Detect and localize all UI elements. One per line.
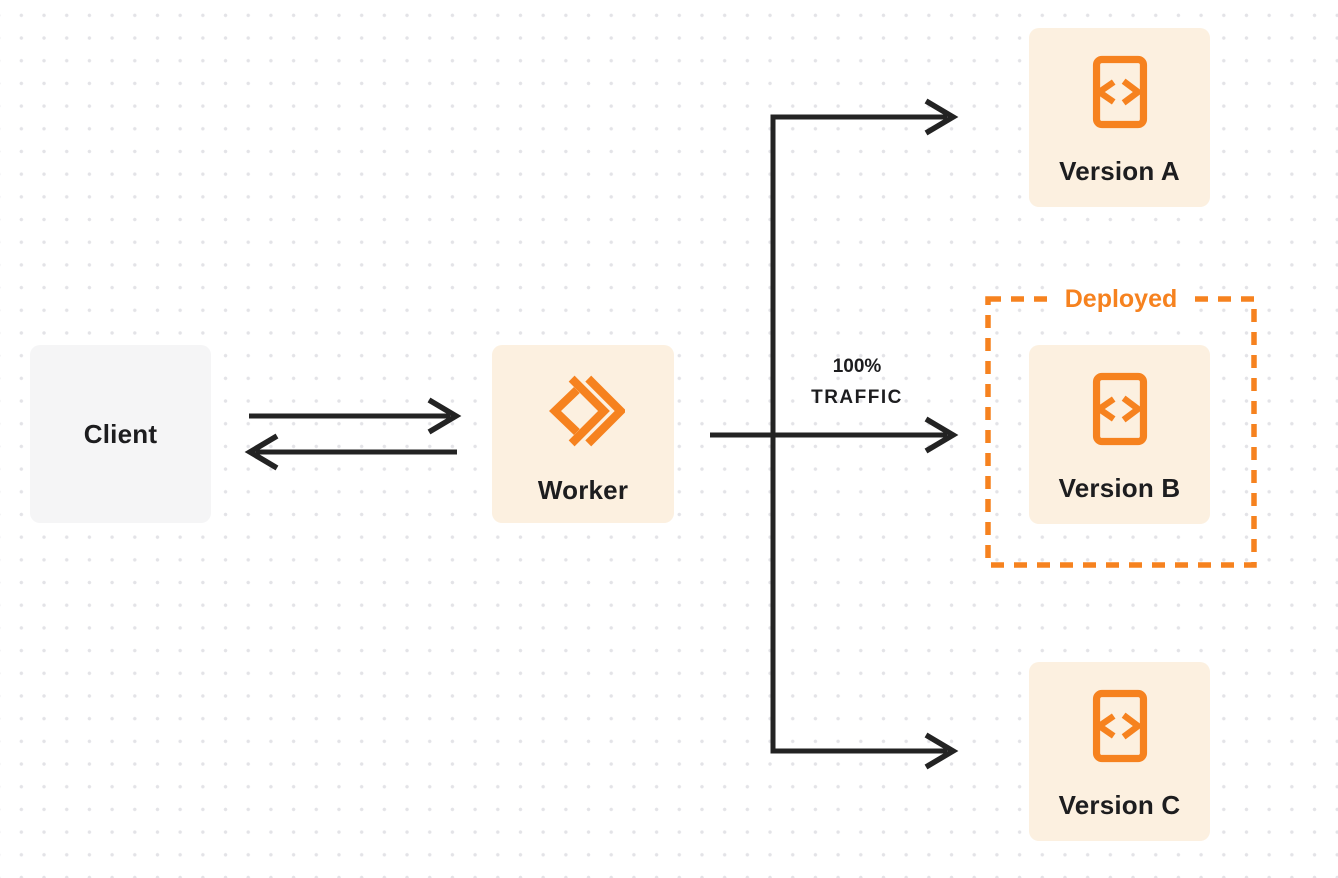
node-client: Client <box>30 345 211 523</box>
node-version-a: Version A <box>1029 28 1210 207</box>
code-file-icon <box>1092 372 1147 446</box>
node-version-c: Version C <box>1029 662 1210 841</box>
arrowhead-to-version-b <box>924 416 959 454</box>
traffic-annotation: 100% TRAFFIC <box>772 351 942 413</box>
arrow-client-to-worker <box>249 397 462 435</box>
worker-label: Worker <box>537 475 629 505</box>
deployed-dashed-border <box>985 296 1257 568</box>
traffic-percent: 100% <box>832 356 882 377</box>
arrow-worker-branch-trunk <box>710 114 947 754</box>
client-label: Client <box>83 418 158 449</box>
arrowhead-to-version-c <box>924 732 959 770</box>
deployed-label: Deployed <box>1052 285 1190 314</box>
version-b-label: Version B <box>1058 473 1181 503</box>
arrow-worker-to-client <box>244 433 457 471</box>
code-file-icon <box>1092 55 1147 129</box>
node-worker: Worker <box>492 345 674 523</box>
workers-logo-icon <box>548 375 625 447</box>
version-a-label: Version A <box>1059 156 1180 186</box>
version-c-label: Version C <box>1058 790 1181 820</box>
traffic-word: TRAFFIC <box>811 387 903 408</box>
deployed-group: Deployed <box>985 285 1257 568</box>
node-version-b: Version B <box>1029 345 1210 524</box>
code-file-icon <box>1092 689 1147 763</box>
arrowhead-to-version-a <box>924 98 959 136</box>
